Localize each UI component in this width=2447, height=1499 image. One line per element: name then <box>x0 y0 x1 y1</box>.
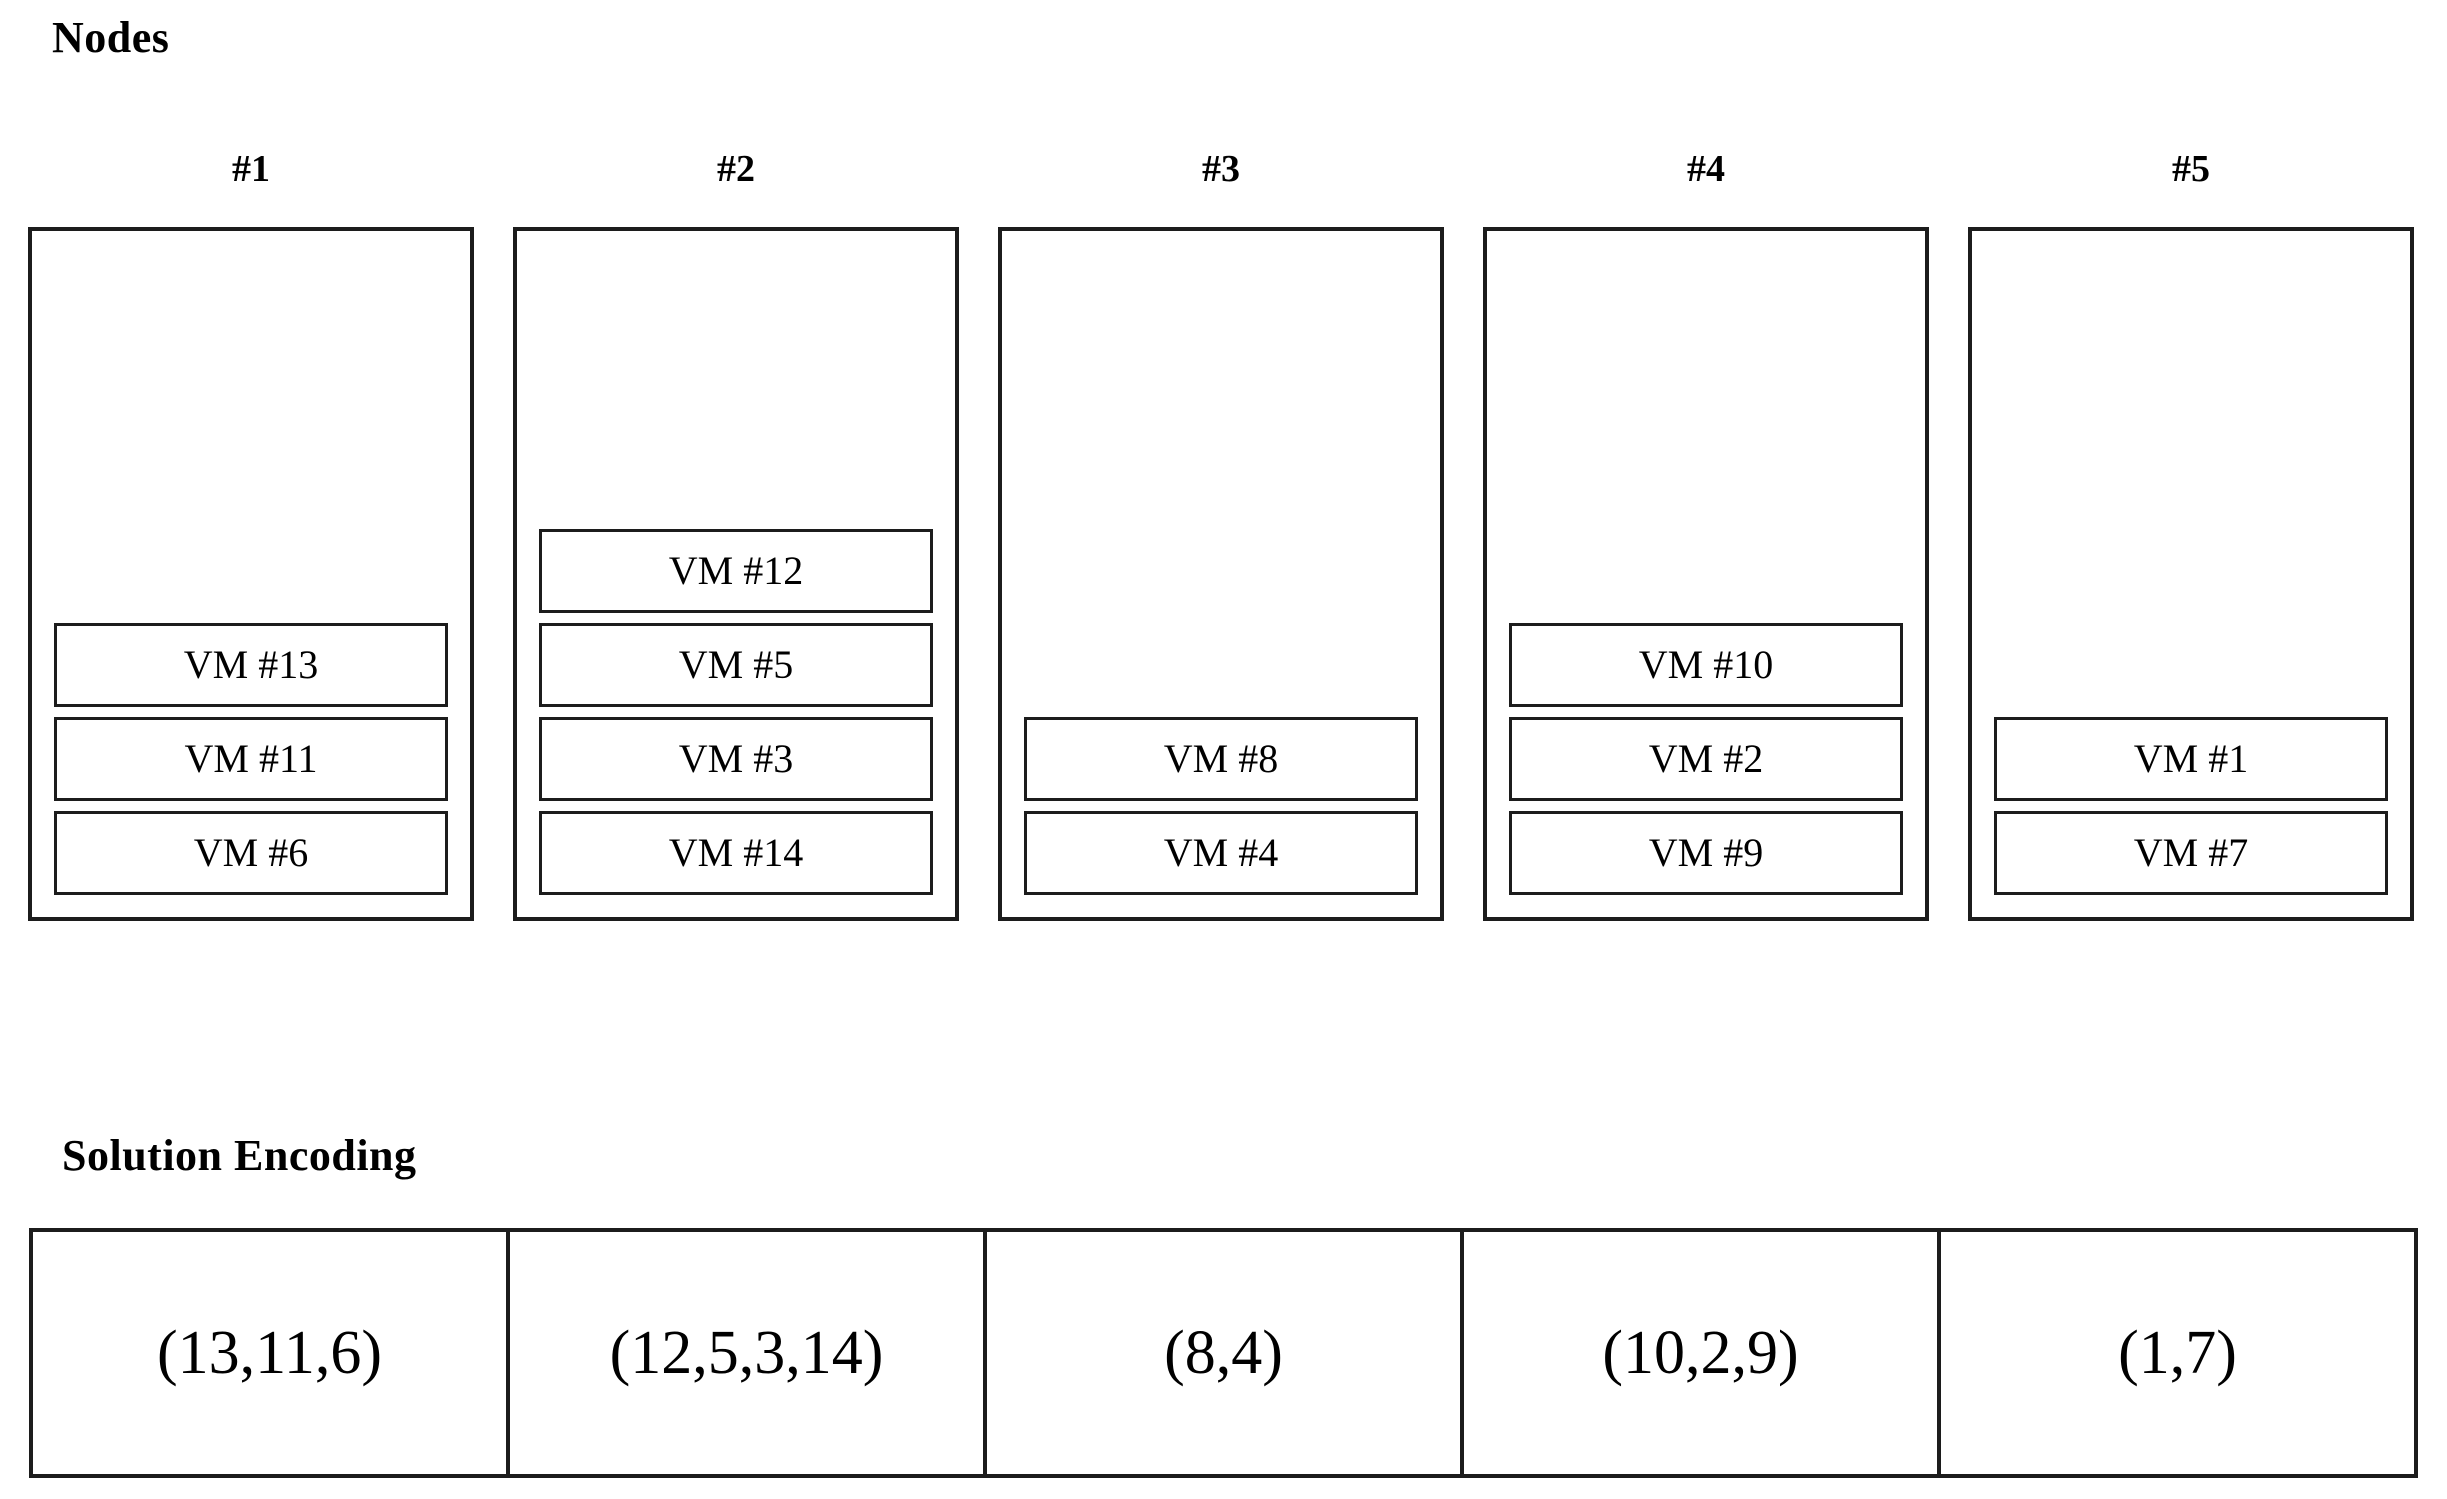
encoding-cell[interactable]: (13,11,6) <box>33 1232 510 1474</box>
encoding-cell[interactable]: (12,5,3,14) <box>510 1232 987 1474</box>
vm-box[interactable]: VM #11 <box>54 717 448 801</box>
node-box-5[interactable]: VM #1 VM #7 <box>1968 227 2414 921</box>
vm-box[interactable]: VM #5 <box>539 623 933 707</box>
vm-stack-5: VM #1 VM #7 <box>1994 717 2388 895</box>
node-label-4: #4 <box>1687 148 1725 190</box>
encoding-cell[interactable]: (8,4) <box>987 1232 1464 1474</box>
encoding-cell[interactable]: (10,2,9) <box>1464 1232 1941 1474</box>
encoding-cell[interactable]: (1,7) <box>2118 1319 2237 1387</box>
vm-stack-3: VM #8 VM #4 <box>1024 717 1418 895</box>
vm-box[interactable]: VM #10 <box>1509 623 1903 707</box>
solution-encoding-table: (13,11,6) (12,5,3,14) (8,4) (10,2,9) (1,… <box>29 1228 2418 1478</box>
vm-box[interactable]: VM #9 <box>1509 811 1903 895</box>
nodes-section-title: Nodes <box>52 13 170 62</box>
vm-box[interactable]: VM #1 <box>1994 717 2388 801</box>
vm-box[interactable]: VM #12 <box>539 529 933 613</box>
vm-box[interactable]: VM #8 <box>1024 717 1418 801</box>
node-box-1[interactable]: VM #13 VM #11 VM #6 <box>28 227 474 921</box>
vm-box[interactable]: VM #14 <box>539 811 933 895</box>
node-label-1: #1 <box>232 148 270 190</box>
vm-box[interactable]: VM #7 <box>1994 811 2388 895</box>
vm-stack-4: VM #10 VM #2 VM #9 <box>1509 623 1903 895</box>
node-box-3[interactable]: VM #8 VM #4 <box>998 227 1444 921</box>
vm-box[interactable]: VM #13 <box>54 623 448 707</box>
node-label-2: #2 <box>717 148 755 190</box>
node-label-3: #3 <box>1202 148 1240 190</box>
node-label-5: #5 <box>2172 148 2210 190</box>
vm-box[interactable]: VM #6 <box>54 811 448 895</box>
nodes-section: Nodes #1 VM #13 VM #11 VM #6 #2 VM #12 V… <box>28 13 2414 921</box>
node-box-4[interactable]: VM #10 VM #2 VM #9 <box>1483 227 1929 921</box>
vm-box[interactable]: VM #3 <box>539 717 933 801</box>
node-box-2[interactable]: VM #12 VM #5 VM #3 VM #14 <box>513 227 959 921</box>
vm-stack-2: VM #12 VM #5 VM #3 VM #14 <box>539 529 933 895</box>
vm-box[interactable]: VM #2 <box>1509 717 1903 801</box>
solution-encoding-title: Solution Encoding <box>62 1131 417 1180</box>
vm-box[interactable]: VM #4 <box>1024 811 1418 895</box>
vm-stack-1: VM #13 VM #11 VM #6 <box>54 623 448 895</box>
